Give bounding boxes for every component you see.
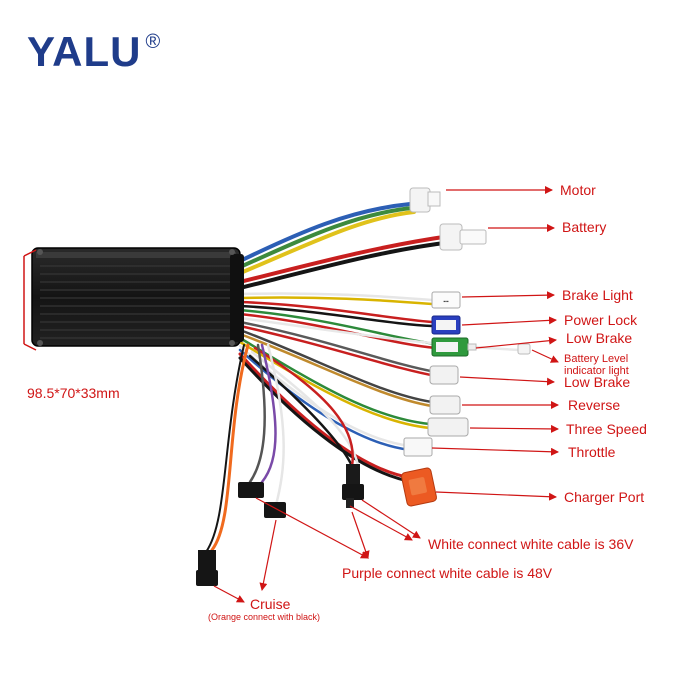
battery-connector <box>439 223 487 251</box>
three-speed-connector <box>427 417 469 437</box>
registered-mark: ® <box>145 31 162 53</box>
brake-light-connector: ▪▪▪ <box>431 291 461 309</box>
controller-housing <box>31 247 244 347</box>
brand-name: YALU <box>27 28 142 75</box>
cruise-connector <box>196 550 218 586</box>
dimensions-label: 98.5*70*33mm <box>27 385 120 401</box>
label-low-brake-1: Low Brake <box>566 330 632 346</box>
label-cruise: Cruise <box>250 596 291 612</box>
low-brake-connector-1 <box>431 337 477 357</box>
throttle-connector <box>403 437 433 457</box>
battery-level-connector <box>517 343 531 355</box>
voltage-select-connector <box>342 464 364 508</box>
charger-port-connector <box>401 467 437 507</box>
dimension-bracket <box>23 249 37 351</box>
purple-connector <box>238 482 286 518</box>
label-motor: Motor <box>560 182 596 198</box>
label-low-brake-2: Low Brake <box>564 374 630 390</box>
label-three-speed: Three Speed <box>566 421 647 437</box>
connectors: ▪▪▪ <box>196 187 531 586</box>
label-battery-level-1: Battery Level <box>564 353 628 365</box>
callout-labels: Motor Battery Brake Light Power Lock Low… <box>208 182 647 622</box>
label-battery: Battery <box>562 219 606 235</box>
label-battery-level-2: indicator light <box>564 365 629 377</box>
wire-bundle <box>205 202 522 553</box>
label-white-36v: White connect white cable is 36V <box>428 536 634 552</box>
label-brake-light: Brake Light <box>562 287 633 303</box>
label-throttle: Throttle <box>568 444 616 460</box>
label-purple-48v: Purple connect white cable is 48V <box>342 565 553 581</box>
label-reverse: Reverse <box>568 397 620 413</box>
brand-logo: YALU® <box>27 28 161 76</box>
label-cruise-note: (Orange connect with black) <box>208 612 320 622</box>
svg-text:▪▪▪: ▪▪▪ <box>443 299 449 305</box>
label-charger-port: Charger Port <box>564 489 644 505</box>
low-brake-connector-2 <box>429 365 459 385</box>
reverse-connector <box>429 395 461 415</box>
callout-arrows <box>213 186 559 603</box>
power-lock-connector <box>431 315 461 335</box>
motor-connector <box>409 187 441 213</box>
label-power-lock: Power Lock <box>564 312 638 328</box>
